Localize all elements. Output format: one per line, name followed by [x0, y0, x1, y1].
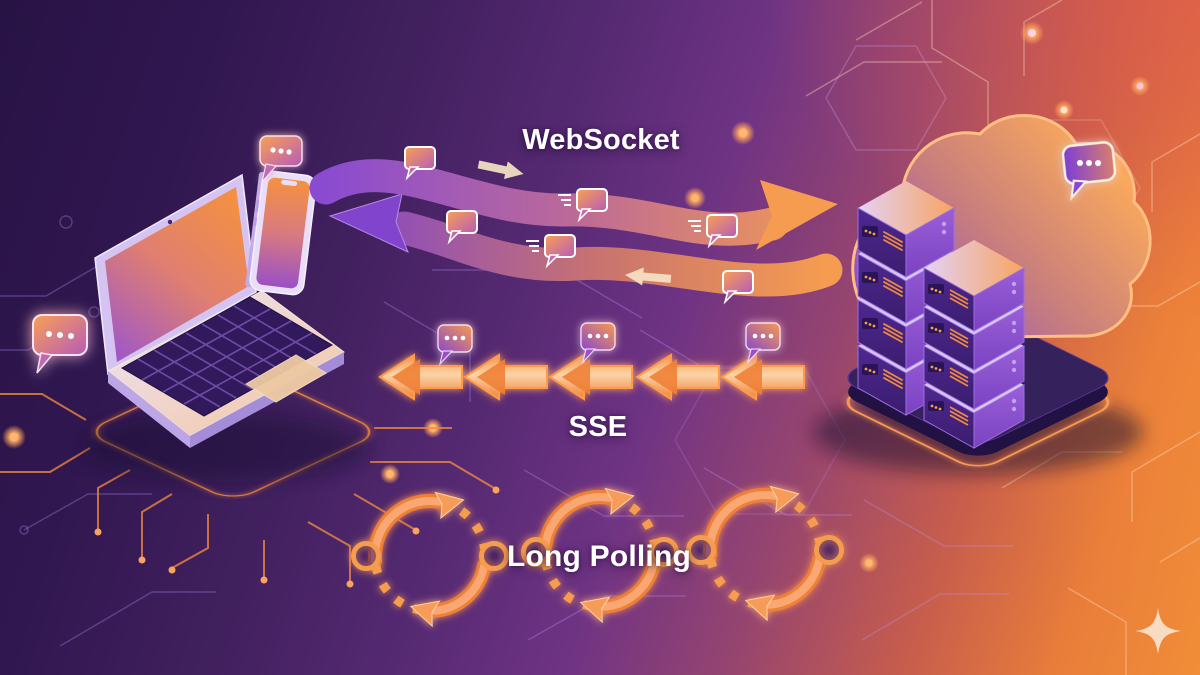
sse-arrow: [463, 353, 548, 401]
sparkle-icon: [1135, 608, 1181, 654]
websocket-arrow-to-client: [328, 193, 843, 297]
laptop-left-edge: [108, 371, 190, 448]
laptop-keyboard: [120, 296, 334, 417]
long-polling-cycle: [521, 487, 679, 624]
chat-bubble-ws-icons: [404, 146, 754, 305]
long-polling-cycles: [351, 485, 844, 628]
sse-arrows: [378, 353, 805, 401]
sse-arrow: [720, 353, 805, 401]
chat-bubble-sse-icons: [437, 322, 781, 367]
websocket-arrow-to-server: [309, 159, 838, 250]
laptop-camera: [167, 219, 173, 225]
chat-bubble-phone-icon: [259, 135, 303, 183]
long-polling-cycle: [686, 485, 844, 622]
chat-bubble-client-icon: [32, 314, 88, 374]
long-polling-cycle: [351, 491, 509, 628]
smartphone: [245, 170, 317, 296]
sse-arrow: [378, 353, 463, 401]
laptop-circuit-base: [0, 367, 500, 588]
laptop-trackpad: [245, 354, 327, 403]
sse-label: SSE: [568, 411, 628, 443]
band-direction-arrow: [625, 267, 672, 286]
circuit-pattern-light: [805, 0, 1200, 675]
sse-arrow: [548, 353, 633, 401]
laptop: [94, 173, 345, 448]
long-polling-label: Long Polling: [506, 540, 692, 573]
laptop-screen: [105, 187, 249, 362]
server-rack-right: [923, 240, 1025, 449]
chat-bubble-cloud-icon: [1061, 141, 1117, 202]
sse-arrow: [635, 353, 720, 401]
laptop-shadow: [80, 414, 370, 482]
websocket-label: WebSocket: [522, 124, 680, 156]
band-direction-arrow: [477, 160, 524, 180]
